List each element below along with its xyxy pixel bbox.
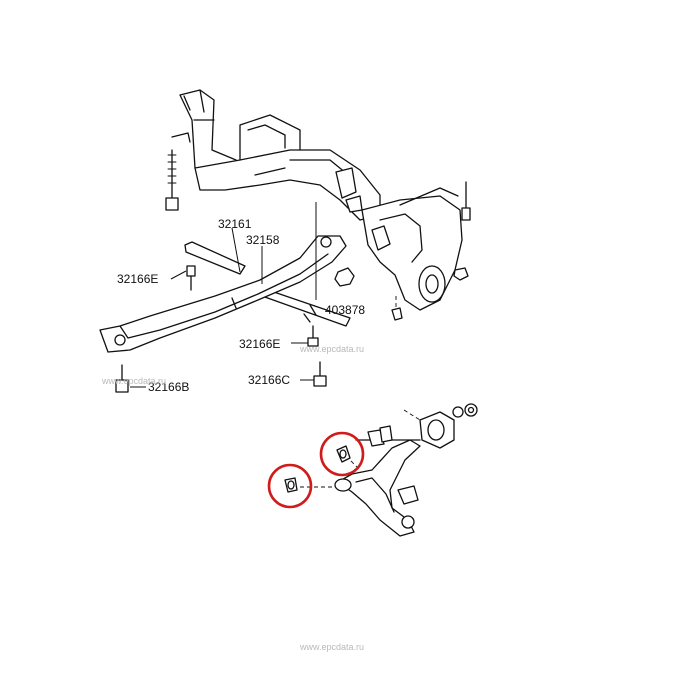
- front-crossmember-assembly: [171, 89, 471, 321]
- long-bolt-top: [165, 149, 179, 211]
- bolt-32166c: [313, 361, 327, 387]
- label-32158: 32158: [246, 233, 280, 247]
- bolt-32166e-center: [307, 325, 319, 347]
- lower-control-arm: [300, 403, 478, 537]
- lower-crossmember: [99, 235, 351, 353]
- label-32166e-center: 32166E: [239, 337, 280, 351]
- leader-lines: [130, 202, 317, 388]
- highlight-circle-lower-washer: [267, 463, 313, 509]
- watermark-left: www.epcdata.ru: [101, 376, 166, 386]
- washer-lower: [284, 477, 298, 493]
- label-32166b: 32166B: [148, 380, 189, 394]
- label-32161: 32161: [218, 217, 252, 231]
- bolt-32166b: [115, 364, 129, 393]
- watermark-bottom: www.epcdata.ru: [299, 642, 364, 652]
- watermark-center: www.epcdata.ru: [299, 344, 364, 354]
- label-403878: 403878: [325, 303, 365, 317]
- bolt-32166e-left: [186, 265, 196, 291]
- label-32166e-left: 32166E: [117, 272, 158, 286]
- highlight-circle-upper-washer: [319, 431, 365, 477]
- washer-upper: [336, 445, 351, 463]
- label-32166c: 32166C: [248, 373, 290, 387]
